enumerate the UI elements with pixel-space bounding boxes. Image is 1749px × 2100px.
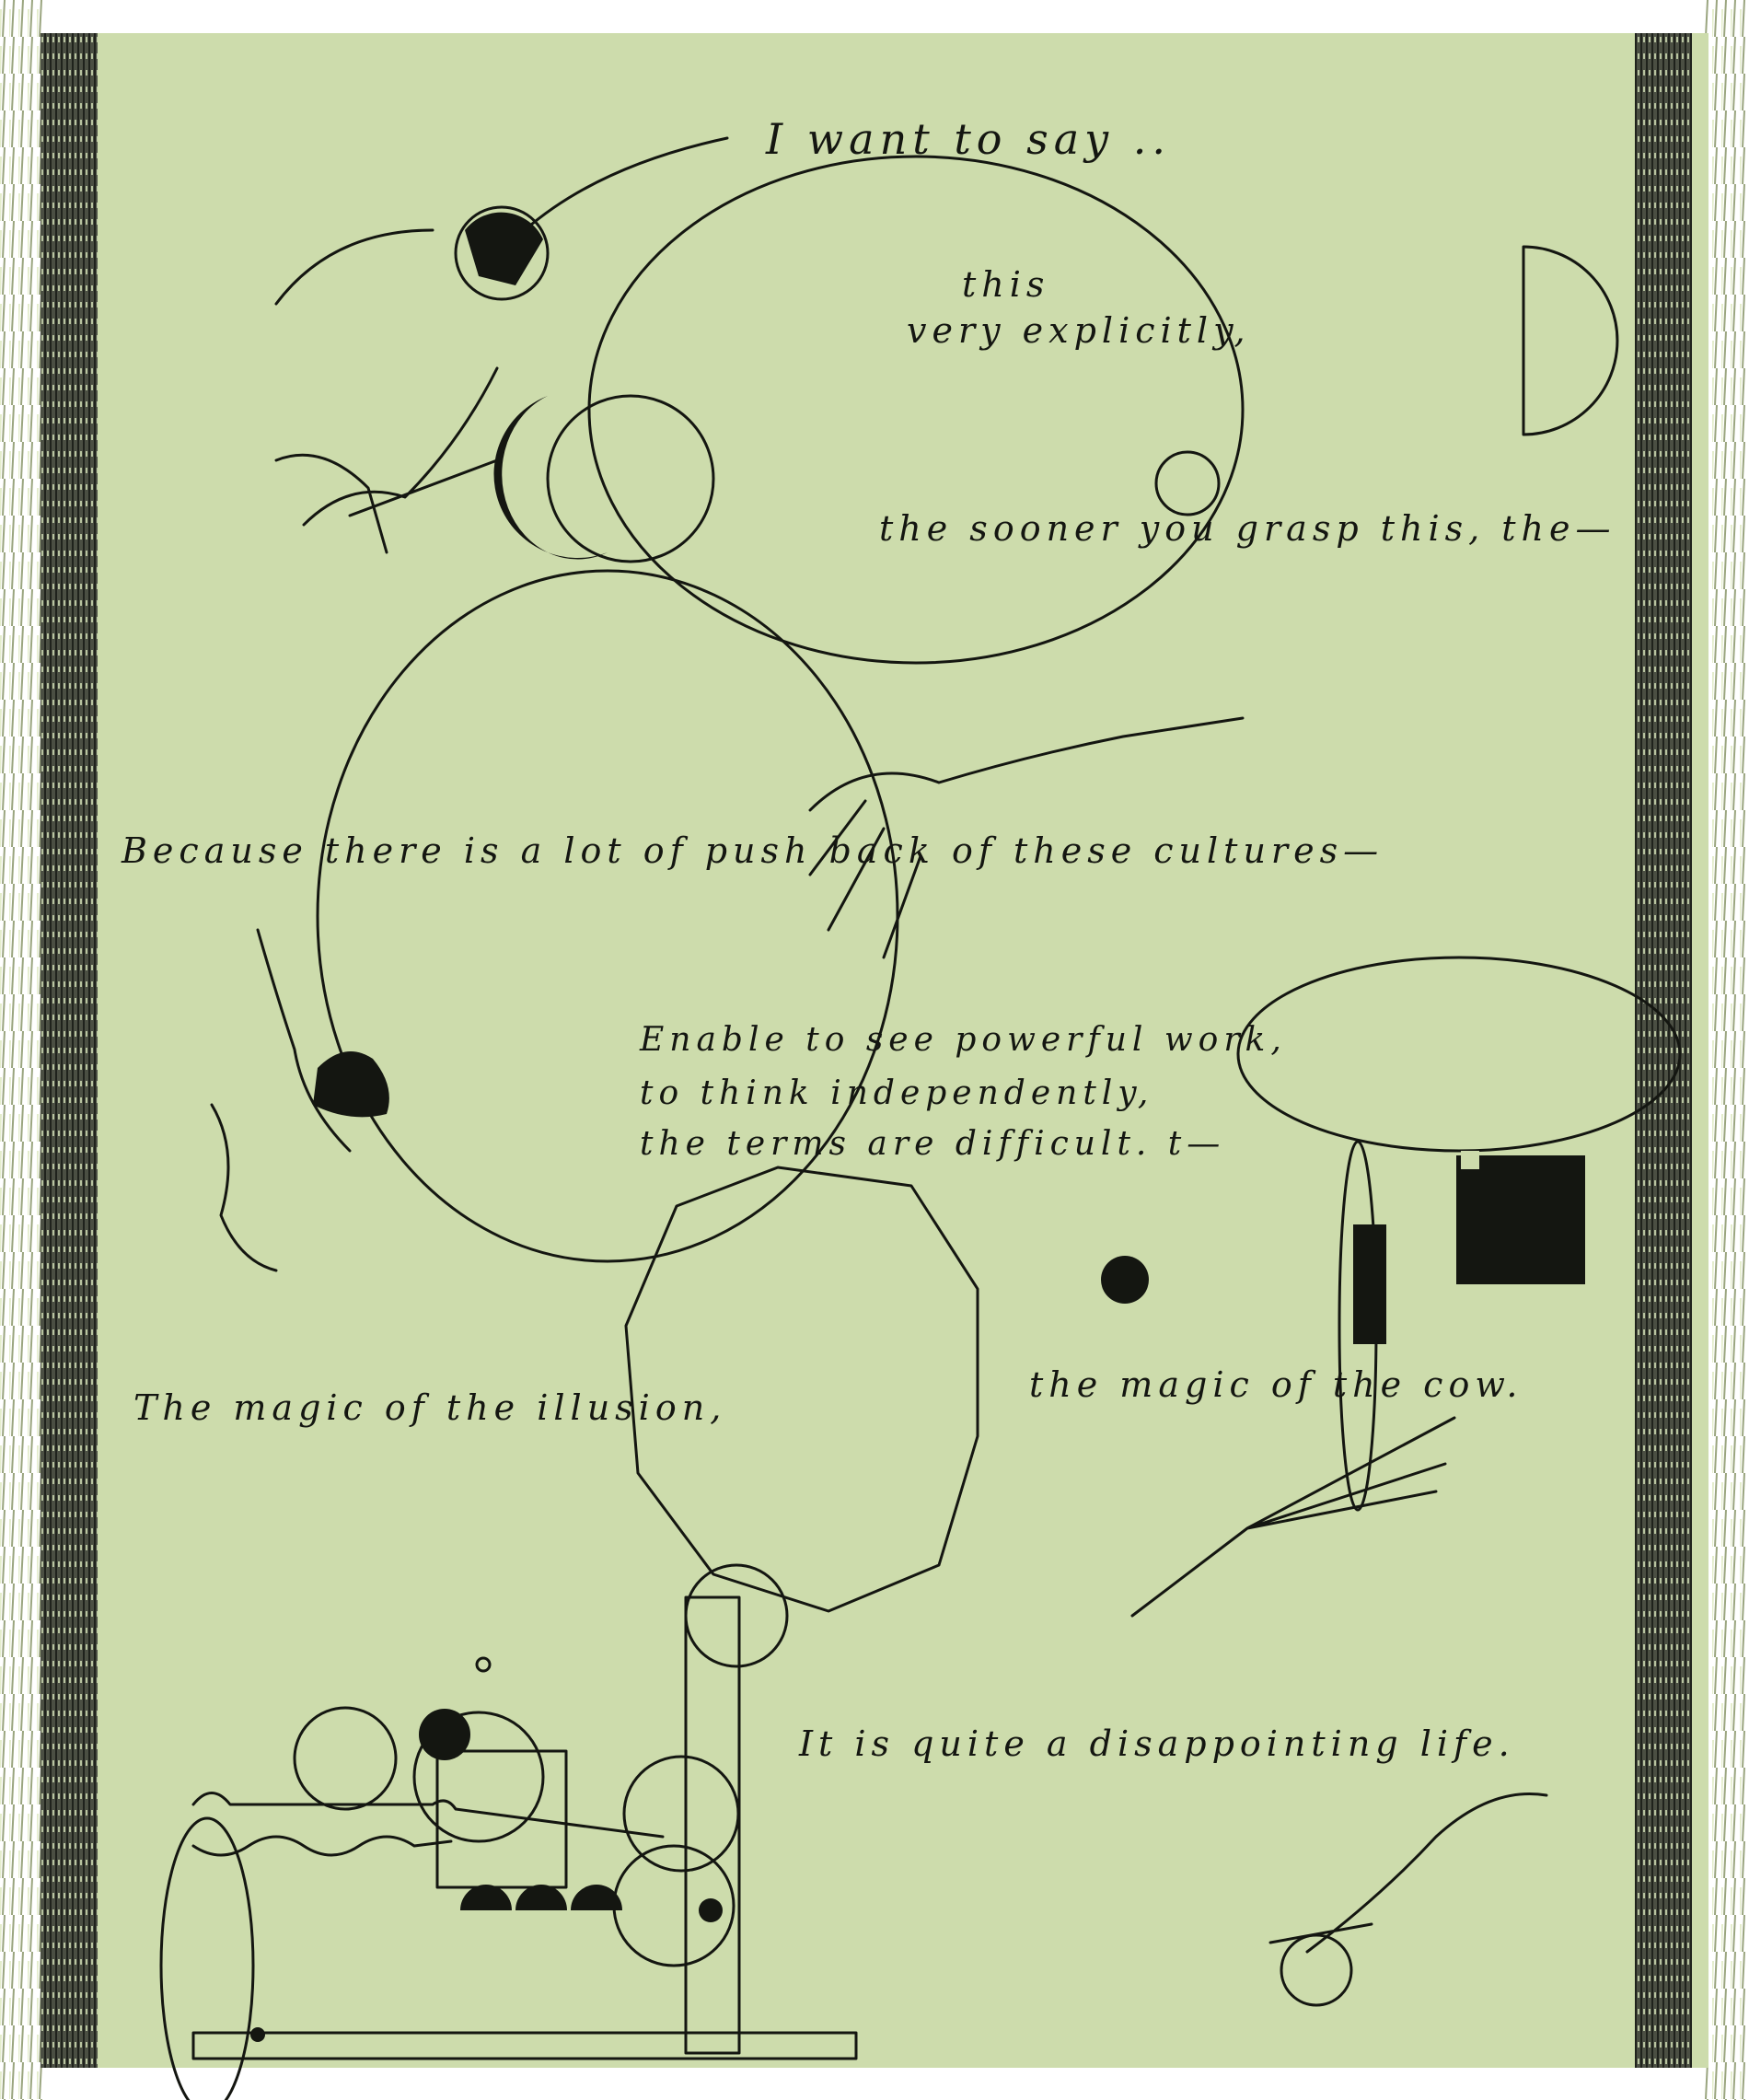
small-square xyxy=(435,1749,568,1889)
left-selvedge xyxy=(41,33,98,2068)
filled-semicircles xyxy=(460,1885,622,1910)
handwriting-line-1: I want to say .. xyxy=(766,114,1172,164)
branch-drawing-bottom-right xyxy=(1268,1792,1548,1954)
filled-shapes xyxy=(250,212,1585,2042)
branch-drawing-top-left xyxy=(274,366,499,554)
top-left-circle-outline xyxy=(454,205,550,301)
left-fringe xyxy=(0,0,44,2100)
bottom-circle-4 xyxy=(622,1755,740,1873)
handwriting-line-7: to think independently, xyxy=(640,1074,1154,1112)
crescent-circle-outline xyxy=(546,394,715,563)
branch-drawing-middle xyxy=(808,716,1245,959)
bottom-circle-2 xyxy=(293,1706,398,1811)
handwriting-line-8: the terms are difficult. t— xyxy=(640,1125,1226,1163)
decagon-outline xyxy=(624,1166,979,1613)
filled-blob-left xyxy=(313,1051,389,1118)
handwriting-line-4: the sooner you grasp this, the— xyxy=(879,508,1616,549)
right-fringe xyxy=(1705,0,1749,2100)
bottom-circle-3 xyxy=(412,1711,545,1843)
branch-drawing-top xyxy=(274,136,729,306)
small-circle-outline xyxy=(1154,450,1221,516)
left-tall-ellipse xyxy=(159,1816,255,2100)
right-ellipse-outline xyxy=(1236,956,1682,1153)
handwriting-line-5: Because there is a lot of push back of t… xyxy=(122,830,1384,871)
handwriting-line-6: Enable to see powerful work, xyxy=(640,1021,1287,1059)
half-filled-circle-top xyxy=(465,212,543,285)
top-ellipse-outline xyxy=(587,155,1245,665)
filled-square xyxy=(1456,1155,1585,1284)
base-bar xyxy=(191,2031,858,2060)
wavy-lines xyxy=(191,1792,665,1857)
filled-bar xyxy=(1353,1224,1386,1344)
half-circle-outline xyxy=(1522,245,1619,436)
right-selvedge xyxy=(1635,33,1692,2068)
handwriting-line-2: this xyxy=(962,264,1050,305)
filled-circle-middle xyxy=(1101,1256,1149,1304)
filled-circle-bottom xyxy=(419,1709,470,1760)
handwriting-line-11: It is quite a disappointing life. xyxy=(799,1723,1515,1764)
tall-rectangle xyxy=(684,1595,741,2055)
handwriting-line-10: the magic of the cow. xyxy=(1029,1364,1523,1405)
tiny-dot-bottom xyxy=(250,2027,265,2042)
square-notch xyxy=(1461,1151,1479,1169)
handwriting-line-3: very explicitly, xyxy=(907,310,1251,351)
radiating-lines xyxy=(1130,1416,1456,1618)
handwriting-line-9: The magic of the illusion, xyxy=(133,1387,727,1428)
small-filled-dot xyxy=(699,1898,723,1922)
plant-drawing-left xyxy=(210,928,352,1272)
line-drawings xyxy=(159,136,1682,2100)
tiny-square-mark xyxy=(475,1656,492,1673)
